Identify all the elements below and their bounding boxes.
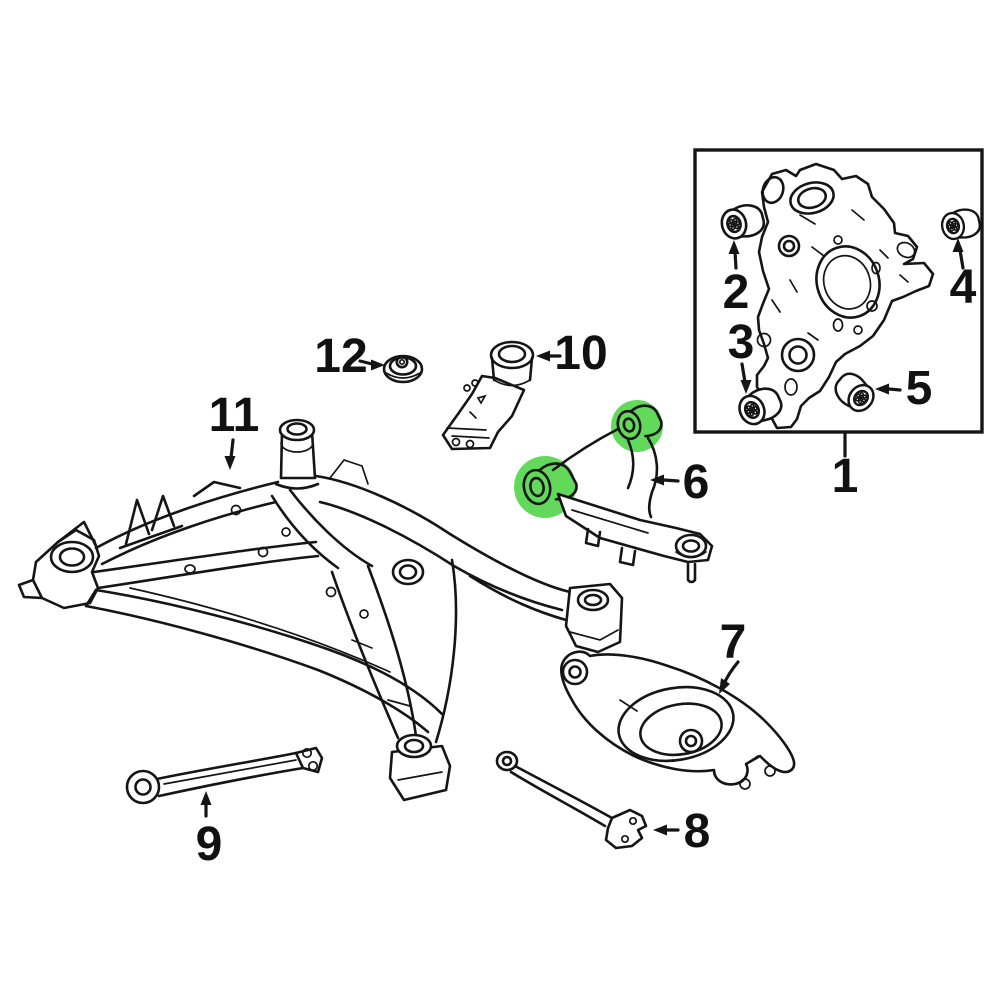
callout-label-1: 1 [832,450,859,503]
callout-label-12: 12 [314,330,367,383]
callout-label-8: 8 [684,805,711,858]
part-lateral-rod-8-drawing [495,750,648,850]
callout-label-6: 6 [683,456,710,509]
callout-5-arrow [887,387,902,392]
callout-6-arrow [662,478,680,483]
callout-11-arrow [229,438,235,460]
callout-label-9: 9 [196,818,223,871]
part-subframe-drawing [17,418,624,802]
callout-12-arrow [358,359,374,366]
callout-2-arrow [733,250,738,270]
part-grommet-drawing [382,354,424,384]
bushing-4-drawing [940,208,981,241]
callout-label-11: 11 [209,389,260,442]
part-upper-link-drawing [514,400,714,584]
callout-labels: 1 2 3 4 5 6 7 8 9 10 11 12 [196,261,977,871]
part-bracket-drawing [441,340,535,451]
callout-4-arrow [958,248,965,270]
part-lower-control-arm-drawing [560,650,796,790]
callout-label-10: 10 [554,327,607,380]
callout-label-2: 2 [723,266,750,319]
callout-arrows [200,238,965,836]
callout-label-5: 5 [906,362,933,415]
callout-3-arrow [740,362,747,384]
callout-label-3: 3 [728,316,755,369]
part-lateral-rod-9-drawing [125,746,324,805]
callout-label-4: 4 [950,261,977,314]
bushing-2-drawing [720,203,766,240]
bushing-3-drawing [738,387,783,426]
bushing-5-drawing [834,372,875,413]
callout-label-7: 7 [720,616,747,669]
